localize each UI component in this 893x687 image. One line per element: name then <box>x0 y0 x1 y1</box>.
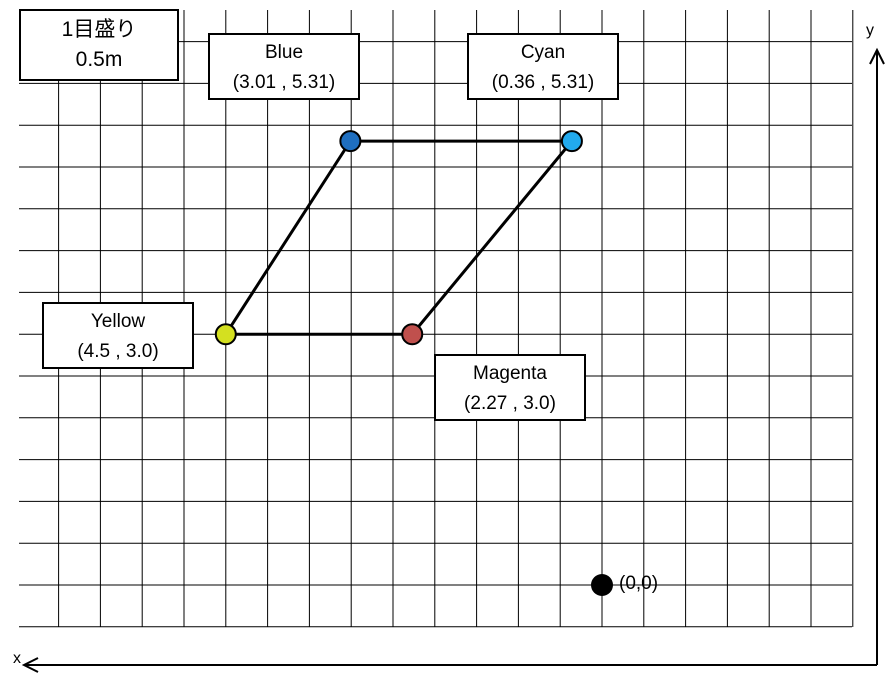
label-cyan: Cyan (0.36 , 5.31) <box>467 33 619 100</box>
parallelogram-outline <box>223 139 576 336</box>
label-cyan-coords: (0.36 , 5.31) <box>491 72 595 93</box>
point-magenta-marker <box>401 323 424 346</box>
point-blue-marker <box>339 130 362 153</box>
label-blue-name: Blue <box>264 42 304 63</box>
label-blue: Blue (3.01 , 5.31) <box>208 33 360 100</box>
y-axis-label: y <box>866 22 874 39</box>
origin-label: (0,0) <box>619 573 659 594</box>
scale-box: 1目盛り 0.5m <box>19 9 179 81</box>
x-axis-label: x <box>13 650 21 667</box>
label-magenta-name: Magenta <box>473 363 547 384</box>
point-yellow-marker <box>214 323 237 346</box>
scale-box-line2: 0.5m <box>75 48 123 71</box>
label-magenta: Magenta (2.27 , 3.0) <box>434 354 586 421</box>
scale-box-line1: 1目盛り <box>61 18 137 41</box>
label-yellow-name: Yellow <box>90 311 146 332</box>
label-yellow-coords: (4.5 , 3.0) <box>77 341 159 362</box>
parallelogram <box>223 139 576 336</box>
axes <box>21 47 885 673</box>
label-magenta-coords: (2.27 , 3.0) <box>464 393 556 414</box>
label-blue-coords: (3.01 , 5.31) <box>232 72 336 93</box>
origin-dot <box>591 574 613 596</box>
label-cyan-name: Cyan <box>520 42 566 63</box>
point-markers <box>214 130 583 346</box>
label-yellow: Yellow (4.5 , 3.0) <box>42 302 194 369</box>
point-cyan-marker <box>560 130 583 153</box>
grid <box>19 10 854 628</box>
x-axis-arrowhead <box>21 657 39 673</box>
y-axis-arrowhead <box>869 47 885 65</box>
